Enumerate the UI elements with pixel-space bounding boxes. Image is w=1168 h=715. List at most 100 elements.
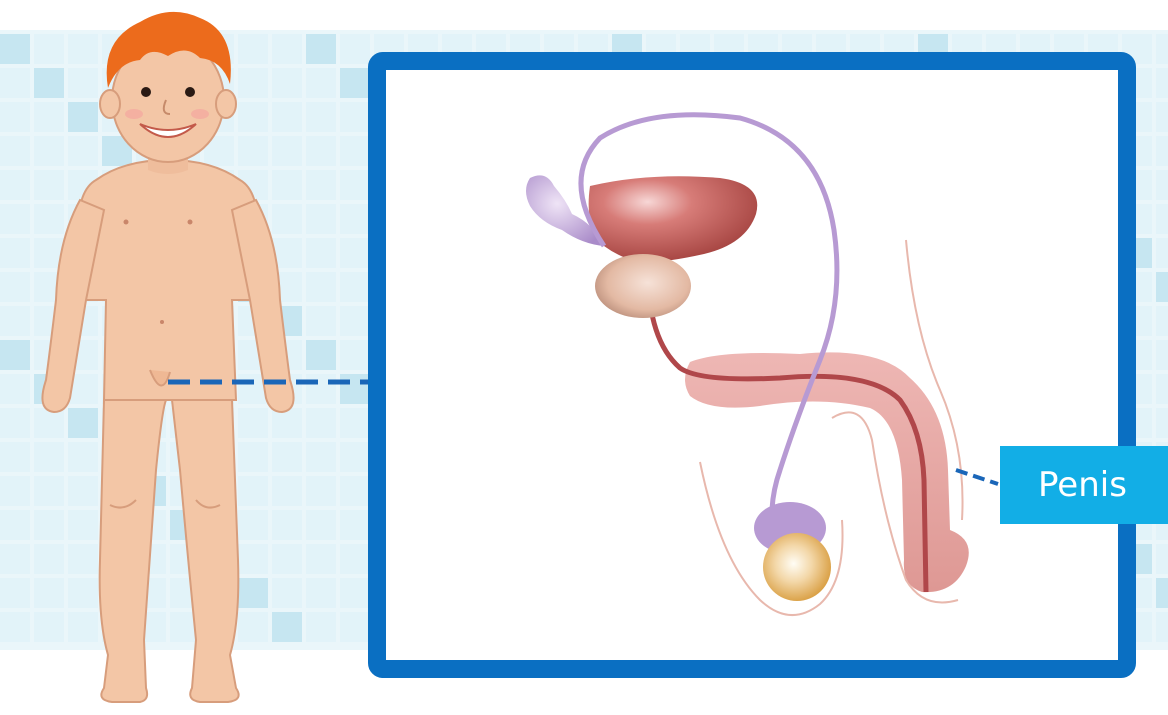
background-tile — [340, 442, 370, 472]
background-tile — [68, 34, 98, 64]
background-tile — [340, 238, 370, 268]
background-tile — [340, 204, 370, 234]
background-tile — [68, 68, 98, 98]
background-tile — [1156, 306, 1168, 336]
background-tile — [306, 408, 336, 438]
background-tile — [238, 612, 268, 642]
background-tile — [272, 442, 302, 472]
background-tile — [1156, 612, 1168, 642]
background-tile — [0, 238, 30, 268]
background-tile — [238, 102, 268, 132]
background-tile — [34, 68, 64, 98]
background-tile — [0, 408, 30, 438]
background-tile — [340, 102, 370, 132]
background-tile — [306, 306, 336, 336]
background-tile — [272, 102, 302, 132]
background-tile — [1156, 544, 1168, 574]
background-tile — [238, 34, 268, 64]
testis — [763, 533, 831, 601]
background-tile — [272, 136, 302, 166]
background-tile — [272, 34, 302, 64]
background-tile — [340, 612, 370, 642]
background-tile — [68, 136, 98, 166]
prostate — [595, 254, 691, 318]
background-tile — [272, 544, 302, 574]
background-tile — [34, 204, 64, 234]
background-tile — [306, 578, 336, 608]
background-tile — [68, 544, 98, 574]
background-tile — [0, 34, 30, 64]
background-tile — [238, 408, 268, 438]
background-tile — [340, 34, 370, 64]
background-tile — [1156, 204, 1168, 234]
background-tile — [238, 578, 268, 608]
background-tile — [68, 102, 98, 132]
background-tile — [1156, 68, 1168, 98]
background-tile — [272, 510, 302, 540]
background-tile — [1156, 374, 1168, 404]
background-tile — [1156, 102, 1168, 132]
background-tile — [34, 102, 64, 132]
background-tile — [1156, 340, 1168, 370]
background-tile — [238, 510, 268, 540]
background-tile — [68, 442, 98, 472]
background-tile — [272, 578, 302, 608]
background-tile — [68, 578, 98, 608]
background-tile — [1156, 238, 1168, 268]
background-tile — [0, 578, 30, 608]
background-tile — [1156, 272, 1168, 302]
background-tile — [238, 442, 268, 472]
background-tile — [1156, 136, 1168, 166]
background-tile — [306, 510, 336, 540]
background-tile — [34, 578, 64, 608]
background-tile — [0, 136, 30, 166]
background-tile — [306, 238, 336, 268]
background-tile — [34, 34, 64, 64]
background-tile — [34, 510, 64, 540]
background-tile — [1156, 578, 1168, 608]
background-tile — [34, 442, 64, 472]
background-tile — [306, 102, 336, 132]
background-tile — [306, 34, 336, 64]
background-tile — [0, 68, 30, 98]
background-tile — [306, 476, 336, 506]
background-tile — [340, 544, 370, 574]
background-tile — [340, 68, 370, 98]
background-tile — [1156, 34, 1168, 64]
background-tile — [0, 544, 30, 574]
background-tile — [340, 374, 370, 404]
background-tile — [272, 68, 302, 98]
background-tile — [306, 68, 336, 98]
background-tile — [68, 612, 98, 642]
background-tile — [34, 544, 64, 574]
background-tile — [34, 136, 64, 166]
background-tile — [306, 612, 336, 642]
background-tile — [340, 476, 370, 506]
background-tile — [34, 408, 64, 438]
background-tile — [306, 136, 336, 166]
background-tile — [1156, 170, 1168, 200]
background-tile — [340, 170, 370, 200]
background-tile — [272, 612, 302, 642]
background-tile — [0, 442, 30, 472]
background-tile — [272, 170, 302, 200]
background-tile — [306, 544, 336, 574]
background-tile — [340, 408, 370, 438]
background-tile — [340, 578, 370, 608]
background-tile — [340, 510, 370, 540]
background-tile — [272, 408, 302, 438]
background-tile — [0, 510, 30, 540]
background-tile — [0, 340, 30, 370]
background-tile — [340, 272, 370, 302]
background-tile — [306, 374, 336, 404]
background-tile — [306, 340, 336, 370]
background-tile — [306, 272, 336, 302]
background-tile — [34, 476, 64, 506]
background-tile — [306, 204, 336, 234]
background-tile — [306, 170, 336, 200]
background-tile — [0, 306, 30, 336]
background-tile — [0, 272, 30, 302]
background-tile — [34, 170, 64, 200]
background-tile — [0, 612, 30, 642]
